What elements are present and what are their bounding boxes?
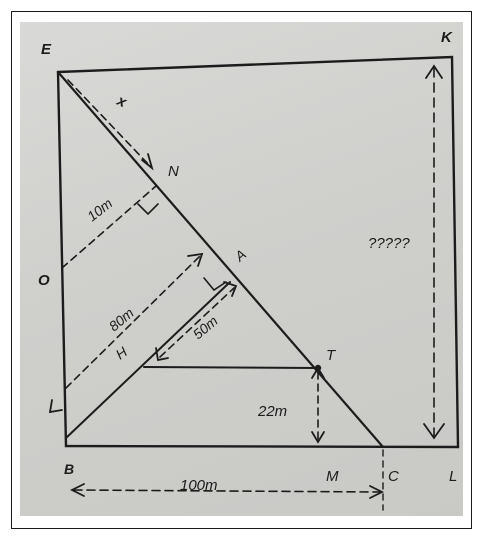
dashed-80m [65, 255, 201, 389]
diagram-photo [20, 22, 463, 516]
dashed-on [61, 185, 157, 269]
label-m: M [326, 468, 339, 485]
arrowhead-50m-bottom [155, 347, 169, 362]
measure-unknown: ????? [368, 235, 410, 252]
arrowhead-height-bottom [423, 423, 445, 440]
segment-ba [65, 281, 231, 439]
arrowhead-80m [187, 252, 204, 267]
dashed-100m [73, 489, 381, 493]
label-n: N [168, 163, 179, 180]
measure-10m: 10m [84, 195, 116, 225]
point-t-dot [314, 364, 322, 372]
arrowhead-100m-right [369, 485, 385, 499]
label-a: A [231, 246, 249, 265]
outer-square [56, 55, 460, 449]
measure-80m: 80m [106, 304, 137, 334]
arrowhead-80m-low [48, 399, 63, 414]
arrowhead-22m-bottom [311, 431, 325, 444]
arrowhead-height-top [425, 64, 443, 79]
label-b: B [64, 461, 74, 477]
label-c: C [388, 468, 399, 485]
label-o: O [38, 272, 50, 289]
label-k: K [441, 29, 453, 46]
right-angle-n [137, 203, 159, 216]
arrowhead-100m-left [69, 483, 85, 497]
diagonal-ec [56, 70, 385, 449]
dashed-50m [159, 287, 235, 358]
segment-ht [143, 366, 319, 369]
label-t: T [326, 347, 337, 364]
right-angle-a [203, 277, 227, 292]
arrowhead-x [141, 153, 154, 171]
label-e: E [41, 41, 52, 58]
dashed-x [67, 79, 151, 167]
measure-100m: 100m [180, 477, 218, 494]
measure-x: x [113, 92, 129, 112]
label-l: L [449, 468, 457, 485]
arrowhead-50m-top [223, 281, 238, 297]
label-h: H [113, 343, 131, 362]
measure-22m: 22m [257, 403, 287, 420]
